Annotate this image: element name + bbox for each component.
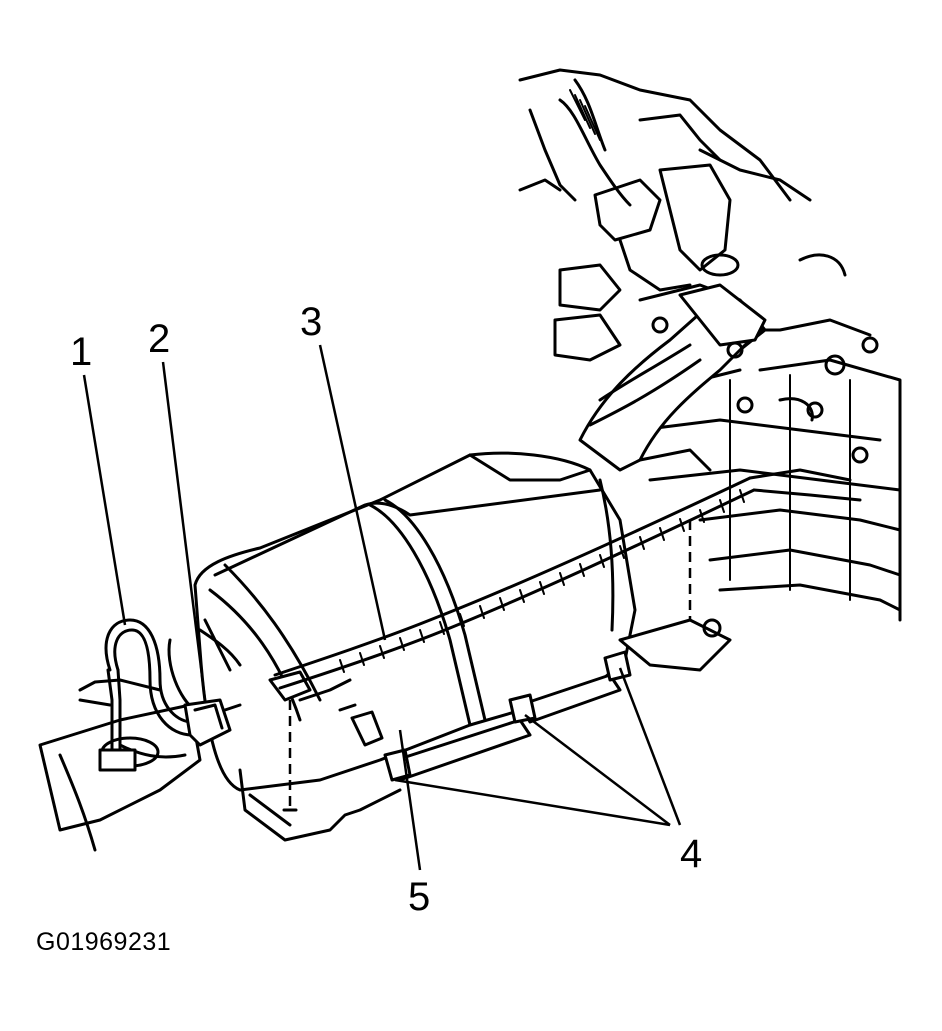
- callout-4: 4: [680, 832, 702, 876]
- engine-transmission-assembly: [518, 68, 902, 622]
- figure-id: G01969231: [36, 928, 172, 956]
- callout-2: 2: [148, 317, 170, 361]
- oxygen-sensor: [78, 618, 194, 772]
- callout-1: 1: [70, 330, 92, 374]
- oxygen-sensor-connector: [183, 698, 242, 747]
- wiring-harness: [273, 468, 862, 702]
- leader-lines: [82, 344, 682, 871]
- callout-3: 3: [300, 300, 322, 344]
- callout-5: 5: [408, 875, 430, 919]
- callout-labels: 1 2 3 4 5: [70, 300, 702, 919]
- wire-retainer: [338, 703, 384, 747]
- front-exhaust-pipe: [578, 283, 767, 472]
